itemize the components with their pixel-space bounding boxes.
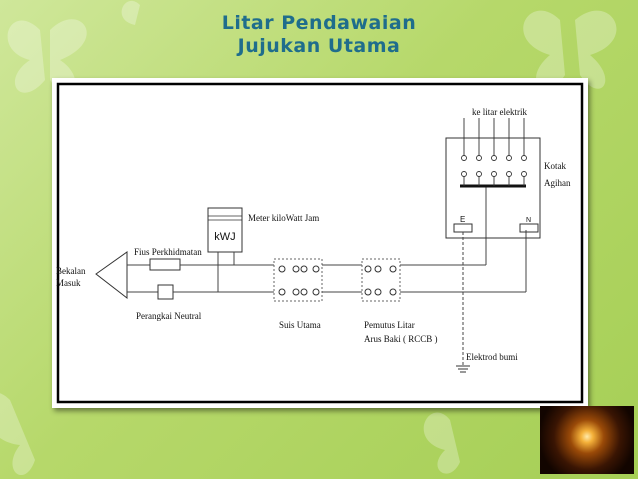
label-fius: Fius Perkhidmatan (134, 247, 202, 257)
label-kotak-2: Agihan (544, 178, 571, 188)
label-bekalan-2: Masuk (56, 278, 81, 288)
wiring-diagram-panel: Bekalan Masuk Fius Perkhidmatan Perangka… (52, 78, 588, 408)
kwh-meter (207, 207, 243, 253)
wiring-diagram: Bekalan Masuk Fius Perkhidmatan Perangka… (56, 82, 584, 404)
meter-kwj-text: kWJ (214, 231, 235, 243)
label-perangkai: Perangkai Neutral (136, 311, 202, 321)
neutral-terminal (519, 223, 539, 233)
label-meter: Meter kiloWatt Jam (248, 213, 319, 223)
light-bulb-photo-icon (540, 406, 634, 474)
distribution-box (445, 137, 541, 239)
earth-terminal (453, 223, 473, 233)
label-bekalan-1: Bekalan (56, 266, 86, 276)
main-switch (273, 258, 323, 302)
label-elektrod: Elektrod bumi (466, 352, 518, 362)
neutral-link (157, 284, 174, 300)
label-suis: Suis Utama (279, 320, 321, 330)
label-pemutus-1: Pemutus Litar (364, 320, 415, 330)
label-ke-litar: ke litar elektrik (472, 107, 527, 117)
earth-electrode-symbol (456, 365, 470, 373)
label-kotak-1: Kotak (544, 161, 566, 171)
label-pemutus-2: Arus Baki ( RCCB ) (364, 334, 438, 344)
neutral-terminal-label: N (526, 217, 531, 224)
earth-terminal-label: E (460, 215, 465, 224)
title-line-2: Jujukan Utama (237, 35, 401, 57)
service-fuse (149, 258, 181, 271)
diagram-frame (56, 82, 584, 404)
slide-title: Litar Pendawaian Jujukan Utama (0, 12, 638, 58)
title-line-1: Litar Pendawaian (221, 12, 417, 34)
supply-source-symbol (95, 251, 128, 300)
